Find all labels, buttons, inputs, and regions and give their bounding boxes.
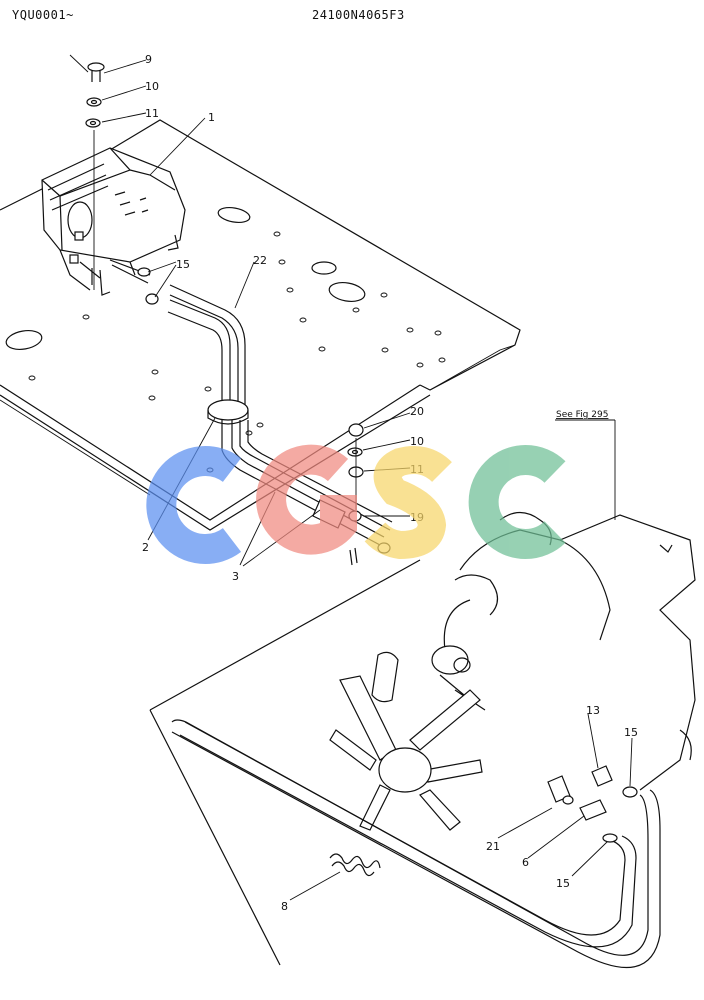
- callout-9: 9: [145, 53, 152, 66]
- spring-clip: [329, 853, 381, 877]
- callout-3: 3: [232, 570, 239, 583]
- callout-13: 13: [586, 704, 600, 717]
- callout-8: 8: [281, 900, 288, 913]
- callout-20: 20: [410, 405, 424, 418]
- callout-15-valve: 15: [624, 726, 638, 739]
- cooling-fan: [329, 645, 486, 831]
- callout-1: 1: [208, 111, 215, 124]
- callout-10-right: 10: [410, 435, 424, 448]
- hose-fittings: [547, 765, 638, 843]
- reference-note: See Fig 295: [556, 410, 608, 420]
- cgsc-watermark: [146, 444, 566, 564]
- serial-range: YQU0001~: [12, 8, 74, 22]
- callout-21: 21: [486, 840, 500, 853]
- callout-10-top: 10: [145, 80, 159, 93]
- drawing-number: 24100N4065F3: [312, 8, 405, 22]
- callout-15-lower: 15: [556, 877, 570, 890]
- heater-unit: [41, 147, 186, 305]
- callout-2: 2: [142, 541, 149, 554]
- callout-11-top: 11: [145, 107, 159, 120]
- callout-22: 22: [253, 254, 267, 267]
- mounting-bolt: [69, 54, 105, 290]
- callout-15-heater: 15: [176, 258, 190, 271]
- long-hoses: [171, 719, 661, 968]
- callout-6: 6: [522, 856, 529, 869]
